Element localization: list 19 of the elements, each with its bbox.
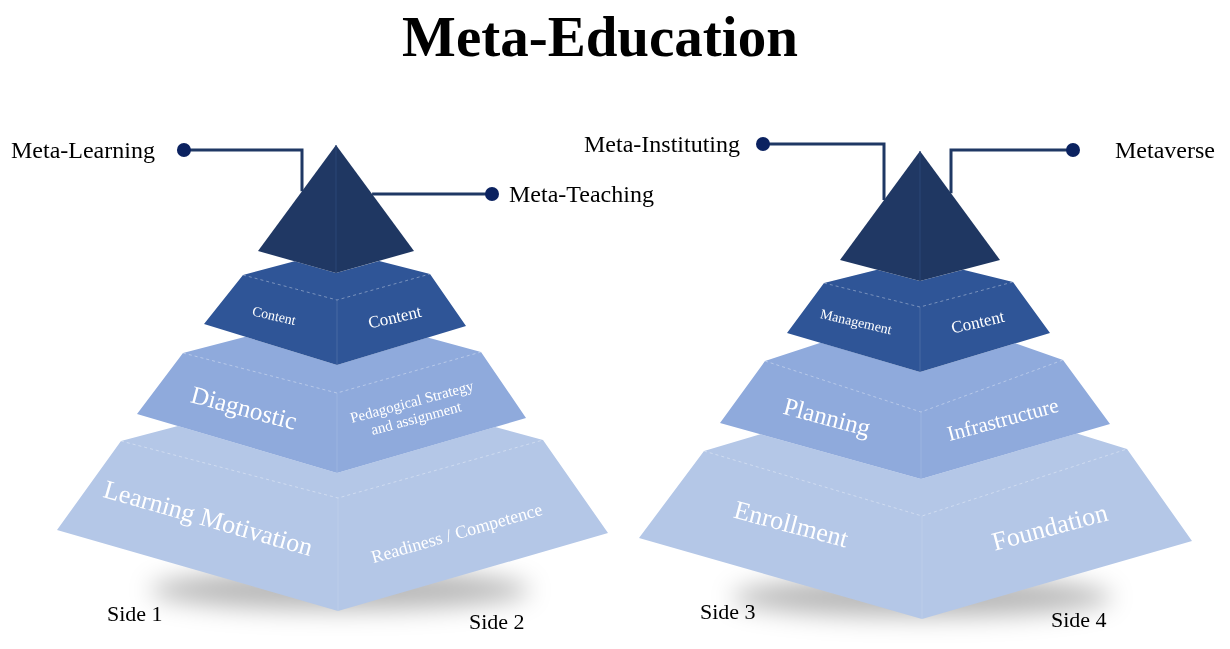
title: Meta-Education xyxy=(402,4,798,70)
callout-label: Meta-Learning xyxy=(8,136,158,164)
tier-label: Foundation xyxy=(989,498,1111,558)
tier-label: Content xyxy=(949,307,1007,339)
callout-label: Meta-Teaching xyxy=(506,180,657,208)
side-label: Side 2 xyxy=(469,609,525,635)
tier-label: Content xyxy=(250,303,298,329)
pyramid-apex xyxy=(840,151,1000,281)
callout-label: Meta-Instituting xyxy=(581,130,743,158)
pyramid-tier xyxy=(204,260,466,365)
side-label: Side 1 xyxy=(107,601,163,627)
pyramid-apex xyxy=(258,145,414,273)
callout-label: Metaverse xyxy=(1112,136,1218,164)
pyramid-tier xyxy=(720,342,1110,479)
side-label: Side 4 xyxy=(1051,607,1107,633)
pyramid-tier xyxy=(137,336,526,473)
side-label: Side 3 xyxy=(700,599,756,625)
tier-label: Content xyxy=(366,302,424,334)
pyramid-tier xyxy=(787,269,1050,372)
